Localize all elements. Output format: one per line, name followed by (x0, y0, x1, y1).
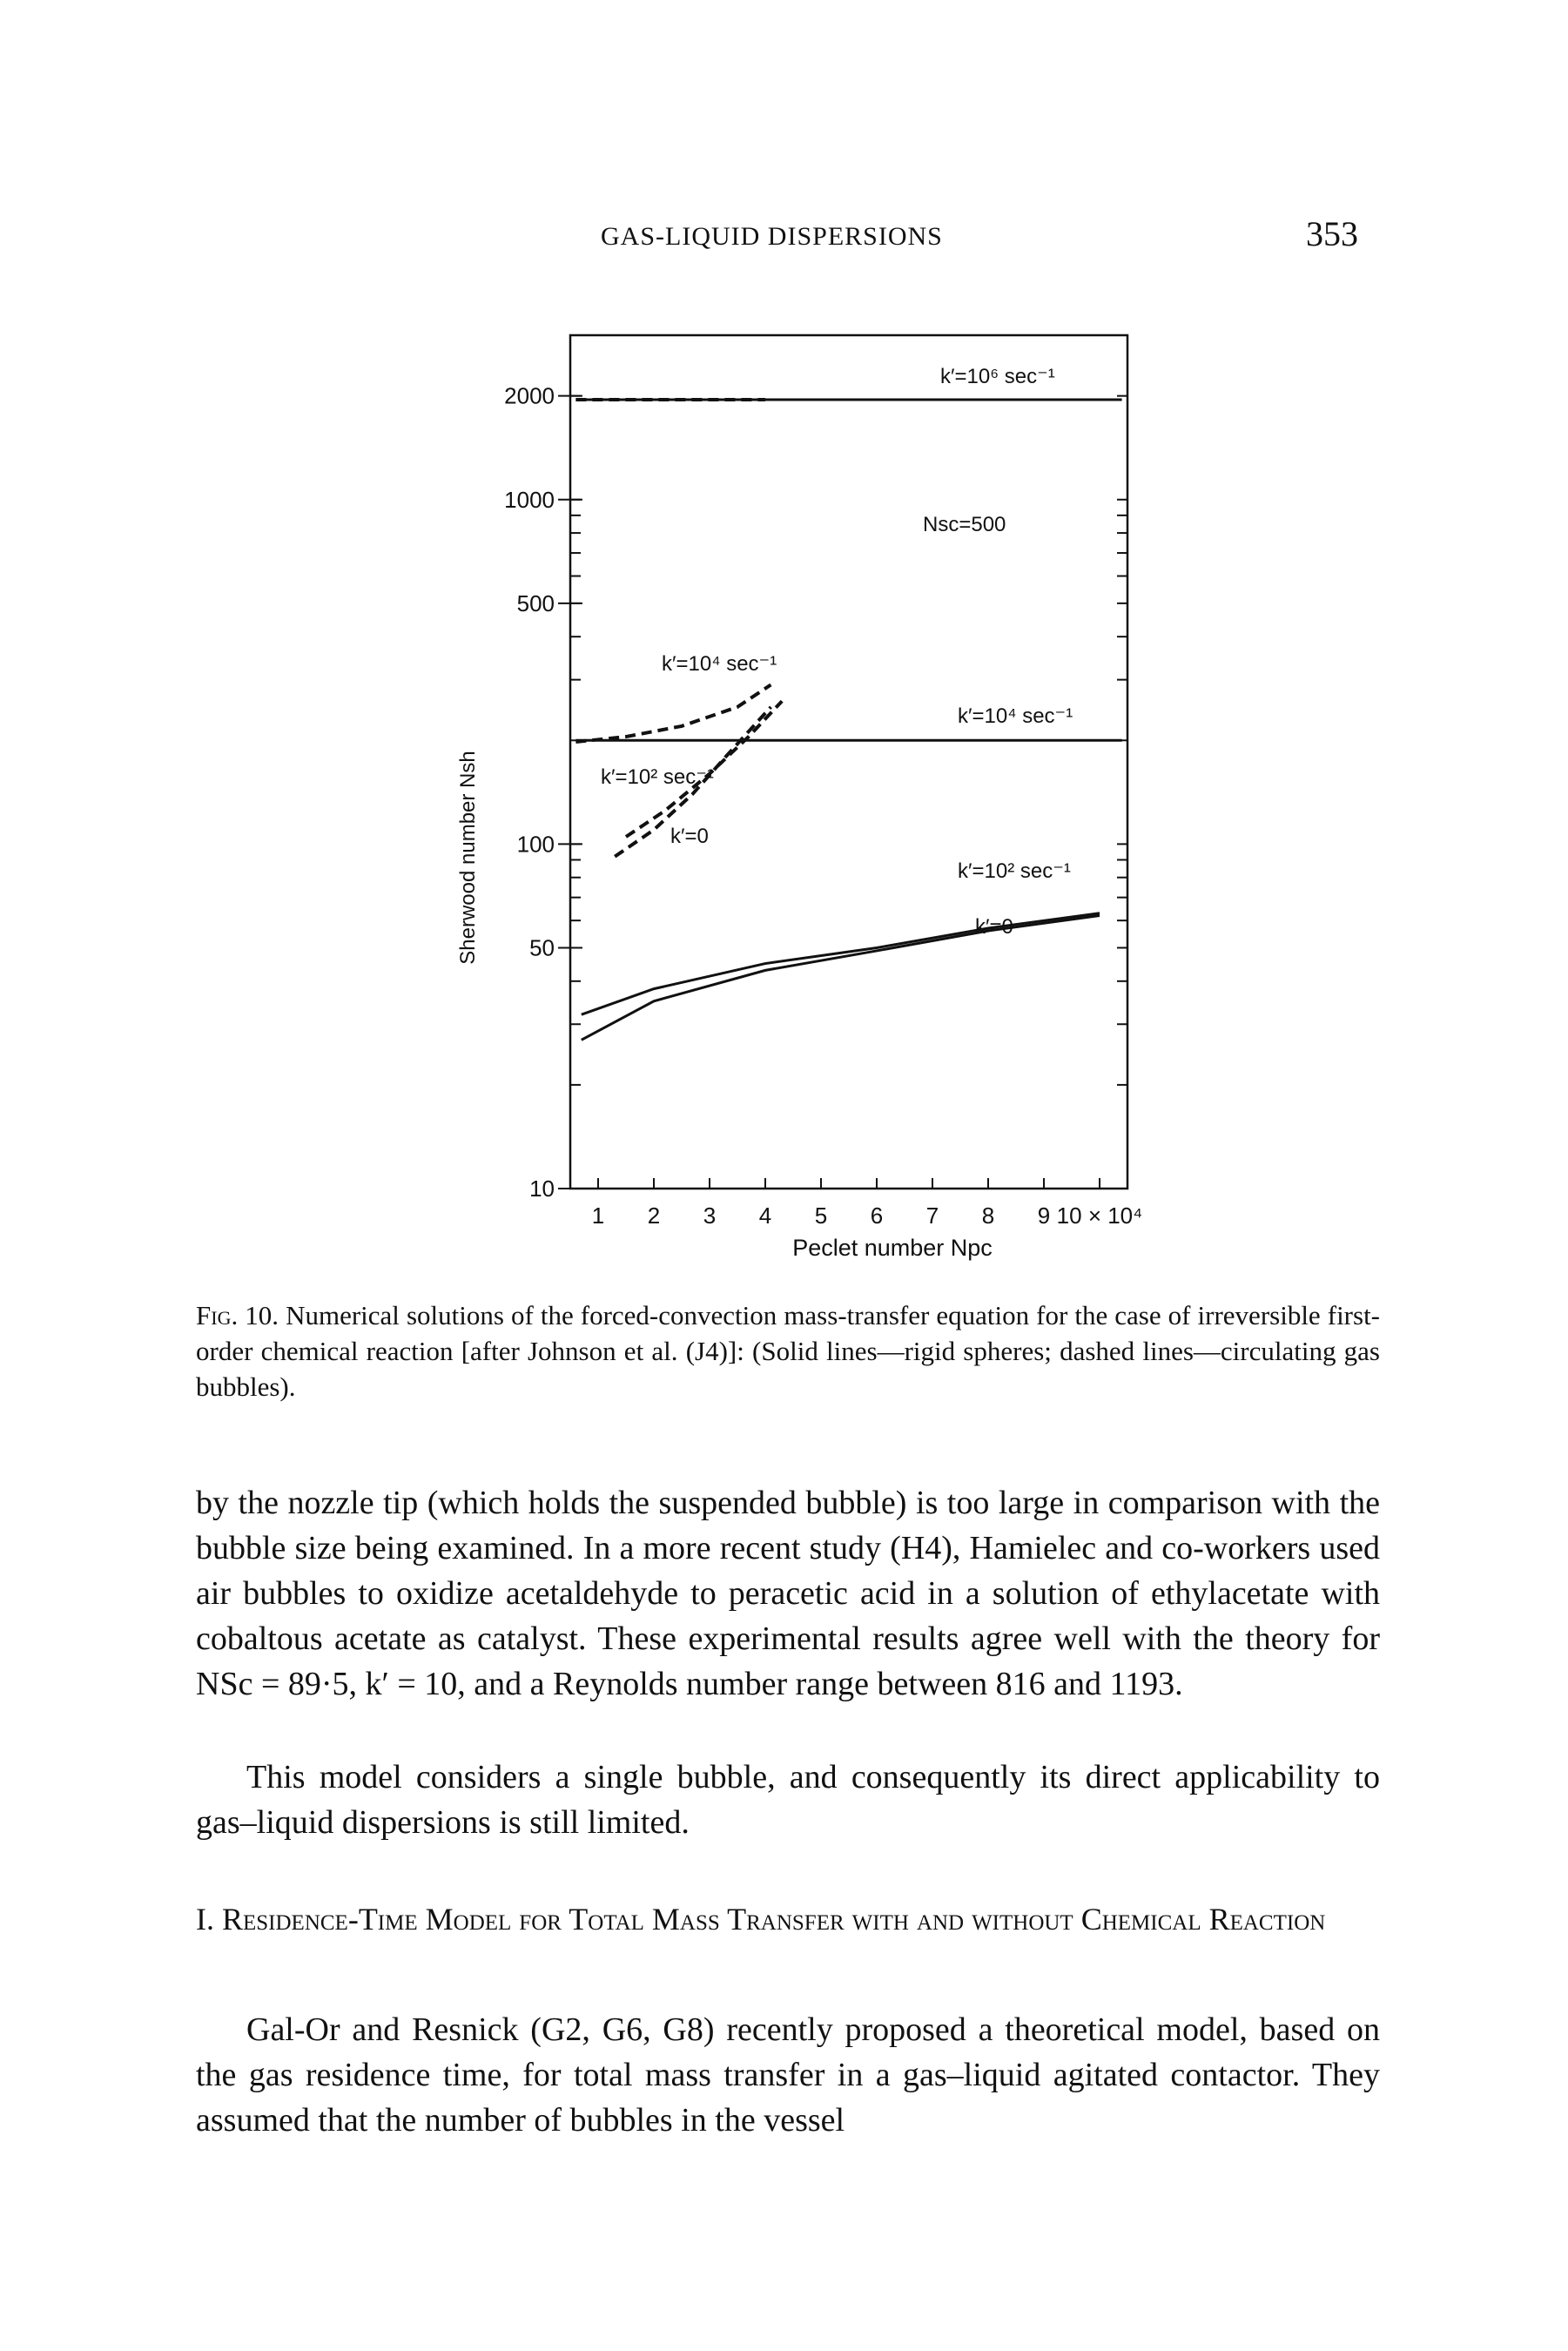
y-tick-label: 2000 (504, 383, 555, 409)
annotation-label-6: k′=0 (670, 825, 709, 848)
annotation-label-1: k′=10⁶ sec⁻¹ (940, 365, 1055, 388)
annotation-label-7: k′=10² sec⁻¹ (958, 859, 1071, 883)
plot-frame (569, 333, 1129, 1190)
y-tick-label: 50 (529, 934, 555, 960)
page-number: 353 (1306, 214, 1358, 253)
caption-text: Numerical solutions of the forced-convec… (196, 1300, 1380, 1402)
figure-chart: 2000 1000 500 100 50 10 1 2 3 4 5 6 7 8 9 10 × 10⁴ Sher… (456, 333, 1143, 1261)
x-tick-label: 5 (815, 1202, 827, 1229)
chart-series-group (575, 398, 1122, 1041)
figure-caption: Fig. 10. Numerical solutions of the forc… (196, 1297, 1380, 1405)
y-tick-label: 1000 (504, 487, 555, 513)
x-tick-label: 9 (1038, 1202, 1050, 1229)
annotation-label-3: k′=10⁴ sec⁻¹ (662, 652, 777, 676)
x-tick-label: 1 (592, 1202, 604, 1229)
caption-label: Fig. 10. (196, 1300, 279, 1330)
body-paragraph-1: by the nozzle tip (which holds the suspe… (196, 1480, 1380, 1707)
x-tick-label: 2 (648, 1202, 660, 1229)
section-heading-text: I. Residence-Time Model for Total Mass T… (196, 1902, 1326, 1937)
section-heading: I. Residence-Time Model for Total Mass T… (196, 1896, 1380, 1942)
y-axis-label: Sherwood number Nsh (456, 751, 480, 964)
paragraph-text: by the nozzle tip (which holds the suspe… (196, 1485, 1380, 1702)
body-paragraph-2: This model considers a single bubble, an… (196, 1755, 1380, 1845)
running-title: GAS-LIQUID DISPERSIONS (601, 222, 943, 251)
x-tick-label: 3 (703, 1202, 716, 1229)
y-tick-label: 500 (517, 590, 555, 616)
series-line-5 (624, 699, 784, 839)
page-header: GAS-LIQUID DISPERSIONS 353 (0, 213, 1568, 266)
series-line-6 (614, 705, 772, 859)
series-line-4 (575, 683, 772, 744)
paragraph-text: Gal-Or and Resnick (G2, G6, G8) recently… (196, 2011, 1380, 2139)
body-paragraph-3: Gal-Or and Resnick (G2, G6, G8) recently… (196, 2007, 1380, 2143)
x-axis-label: Peclet number Npc (792, 1235, 993, 1261)
chart-frame (569, 333, 1129, 1190)
annotation-label-2: Nsc=500 (923, 513, 1006, 536)
annotation-label-8: k′=0 (975, 915, 1013, 939)
series-line-8 (581, 914, 1100, 1041)
annotation-label-4: k′=10⁴ sec⁻¹ (958, 704, 1073, 728)
y-tick-label: 10 (529, 1176, 555, 1202)
x-tick-label: 8 (982, 1202, 994, 1229)
chart-ticks: 2000 1000 500 100 50 10 1 2 3 4 5 6 7 8 9 10 × 10⁴ (504, 334, 1143, 1229)
chart-annotations: k′=10⁶ sec⁻¹ Nsc=500 k′=10⁴ sec⁻¹ k′=10⁴ se… (601, 365, 1073, 939)
x-tick-label: 4 (759, 1202, 771, 1229)
x-tick-label: 6 (871, 1202, 883, 1229)
x-tick-label: 10 × 10⁴ (1057, 1202, 1143, 1229)
x-tick-label: 7 (926, 1202, 939, 1229)
annotation-label-5: k′=10² sec⁻¹ (601, 765, 714, 789)
series-line-7 (581, 912, 1100, 1016)
paragraph-text: This model considers a single bubble, an… (196, 1759, 1380, 1841)
y-tick-label: 100 (517, 831, 555, 857)
